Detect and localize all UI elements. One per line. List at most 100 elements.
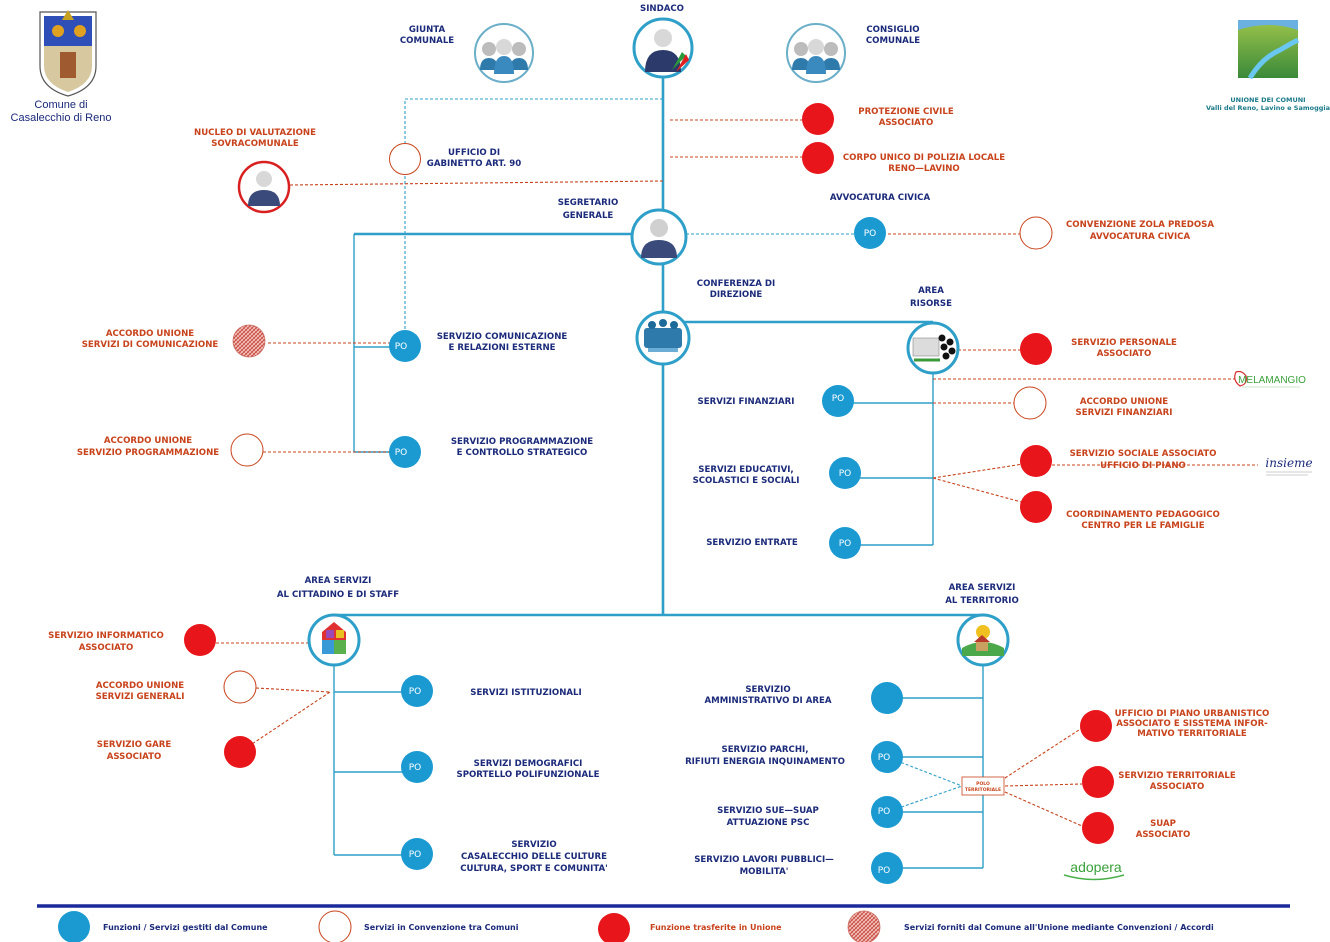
polo-territoriale-box: POLO TERRITORIALE [961, 776, 1005, 796]
pedagogico-label-line2: CENTRO PER LE FAMIGLIE [1081, 521, 1204, 531]
parchi-po-circle [871, 741, 903, 773]
insieme-text: insieme [1265, 456, 1312, 470]
programmazione-po-label: PO [395, 448, 408, 458]
accordo-comunicazione-line1: ACCORDO UNIONE [106, 329, 194, 339]
legend-marker-red [598, 913, 630, 942]
area-territorio-icon [956, 613, 1010, 667]
amministrativo-label-line1: SERVIZIO [745, 685, 790, 695]
accordo-programmazione-line1: ACCORDO UNIONE [104, 436, 192, 446]
culture-label-line1: SERVIZIO [511, 840, 556, 850]
nucleo-icon [237, 160, 291, 214]
parchi-label-line2: RIFIUTI ENERGIA INQUINAMENTO [685, 757, 845, 767]
avvocatura-label: AVVOCATURA CIVICA [830, 193, 931, 203]
polo-label-line2: TERRITORIALE [965, 787, 1001, 793]
accordo-generali-circle [223, 670, 257, 704]
educativi-po-circle [829, 457, 861, 489]
demografici-label-line1: SERVIZI DEMOGRAFICI [474, 759, 583, 769]
protezione-circle [802, 103, 834, 135]
programmazione-label-line2: E CONTROLLO STRATEGICO [457, 448, 588, 458]
programmazione-label-line1: SERVIZIO PROGRAMMAZIONE [451, 437, 593, 447]
suap-label-line1: SUAP [1150, 819, 1176, 829]
sindaco-icon [632, 17, 694, 79]
segretario-icon [630, 208, 688, 266]
avvocatura-po-circle [854, 217, 886, 249]
nucleo-label-line1: NUCLEO DI VALUTAZIONE [194, 128, 316, 138]
zola-label-line1: CONVENZIONE ZOLA PREDOSA [1066, 220, 1214, 230]
area-territorio-title-line1: AREA SERVIZI [949, 583, 1016, 593]
conferenza-label-line1: CONFERENZA DI [697, 279, 775, 289]
zola-label-line2: AVVOCATURA CIVICA [1090, 232, 1191, 242]
consiglio-label-line1: CONSIGLIO [866, 25, 919, 35]
accordo-comunicazione-circle [232, 324, 266, 358]
sue-po-label: PO [878, 807, 891, 817]
amministrativo-circle [871, 682, 903, 714]
lavori-po-circle [871, 852, 903, 884]
unione-logo [1238, 20, 1300, 80]
area-territorio-title-line2: AL TERRITORIO [945, 596, 1019, 606]
polizia-label-line1: CORPO UNICO DI POLIZIA LOCALE [843, 153, 1005, 163]
suap-circle [1082, 812, 1114, 844]
territoriale-label-line2: ASSOCIATO [1150, 782, 1205, 792]
zola-circle [1019, 216, 1053, 250]
adopera-text: adopera [1070, 859, 1122, 875]
comune-logo [39, 10, 97, 97]
gare-label-line1: SERVIZIO GARE [97, 740, 172, 750]
consiglio-label-line2: COMUNALE [866, 36, 920, 46]
territoriale-circle [1082, 766, 1114, 798]
entrate-po-label: PO [839, 539, 852, 549]
protezione-label-line1: PROTEZIONE CIVILE [858, 107, 954, 117]
sue-label-line2: ATTUAZIONE PSC [727, 818, 810, 828]
amministrativo-label-line2: AMMINISTRATIVO DI AREA [705, 696, 832, 706]
educativi-label-line1: SERVIZI EDUCATIVI, [698, 465, 793, 475]
finanziari-po-label: PO [832, 394, 845, 404]
istituzionali-label: SERVIZI ISTITUZIONALI [470, 688, 581, 698]
comune-name-line1: Comune di [34, 99, 87, 111]
accordo-programmazione-circle [230, 433, 264, 467]
accordo-generali-line2: SERVIZI GENERALI [96, 692, 185, 702]
legend-label-open: Servizi in Convenzione tra Comuni [364, 923, 519, 932]
personale-label-line2: ASSOCIATO [1097, 349, 1152, 359]
sue-po-circle [871, 796, 903, 828]
educativi-label-line2: SCOLASTICI E SOCIALI [693, 476, 800, 486]
legend-label-blue: Funzioni / Servizi gestiti dal Comune [103, 923, 268, 932]
educativi-po-label: PO [839, 469, 852, 479]
parchi-po-label: PO [878, 753, 891, 763]
area-risorse-title-line2: RISORSE [910, 299, 952, 309]
programmazione-po-circle [389, 436, 421, 468]
comunicazione-po-circle [389, 330, 421, 362]
pedagogico-label-line1: COORDINAMENTO PEDAGOGICO [1066, 510, 1220, 520]
gare-label-line2: ASSOCIATO [107, 752, 162, 762]
accordo-finanziari-circle [1013, 386, 1047, 420]
sindaco-label: SINDACO [640, 4, 684, 14]
culture-label-line2: CASALECCHIO DELLE CULTURE [461, 852, 607, 862]
unione-name-line2: Valli del Reno, Lavino e Samoggia [1206, 104, 1330, 112]
personale-circle [1020, 333, 1052, 365]
urbanistico-label-line3: MATIVO TERRITORIALE [1137, 729, 1247, 739]
polo-label-line1: POLO [976, 781, 990, 787]
sociale-label-line1: SERVIZIO SOCIALE ASSOCIATO [1070, 449, 1217, 459]
legend: Funzioni / Servizi gestiti dal Comune Se… [58, 910, 1214, 942]
gabinetto-label-line2: GABINETTO ART. 90 [427, 159, 521, 169]
sociale-label-line2: UFFICIO DI PIANO [1100, 461, 1186, 471]
legend-marker-open [318, 910, 352, 942]
legend-label-hatch: Servizi forniti dal Comune all'Unione me… [904, 923, 1214, 932]
istituzionali-po-label: PO [409, 687, 422, 697]
urbanistico-label-line1: UFFICIO DI PIANO URBANISTICO [1115, 709, 1270, 719]
demografici-label-line2: SPORTELLO POLIFUNZIONALE [457, 770, 600, 780]
lavori-label-line1: SERVIZIO LAVORI PUBBLICI— [694, 855, 834, 865]
insieme-logo: insieme [1265, 456, 1313, 476]
accordo-programmazione-line2: SERVIZIO PROGRAMMAZIONE [77, 448, 219, 458]
lavori-po-label: PO [878, 866, 891, 876]
segretario-label-line1: SEGRETARIO [558, 198, 619, 208]
territoriale-label-line1: SERVIZIO TERRITORIALE [1118, 771, 1236, 781]
informatico-label-line1: SERVIZIO INFORMATICO [48, 631, 164, 641]
urbanistico-circle [1080, 710, 1112, 742]
sue-label-line1: SERVIZIO SUE—SUAP [717, 806, 819, 816]
giunta-icon [474, 23, 534, 83]
melamangio-text: MELAMANGIO [1238, 375, 1306, 386]
accordo-finanziari-line1: ACCORDO UNIONE [1080, 397, 1168, 407]
legend-marker-blue [58, 911, 90, 942]
gare-circle [224, 736, 256, 768]
gabinetto-label-line1: UFFICIO DI [448, 148, 500, 158]
